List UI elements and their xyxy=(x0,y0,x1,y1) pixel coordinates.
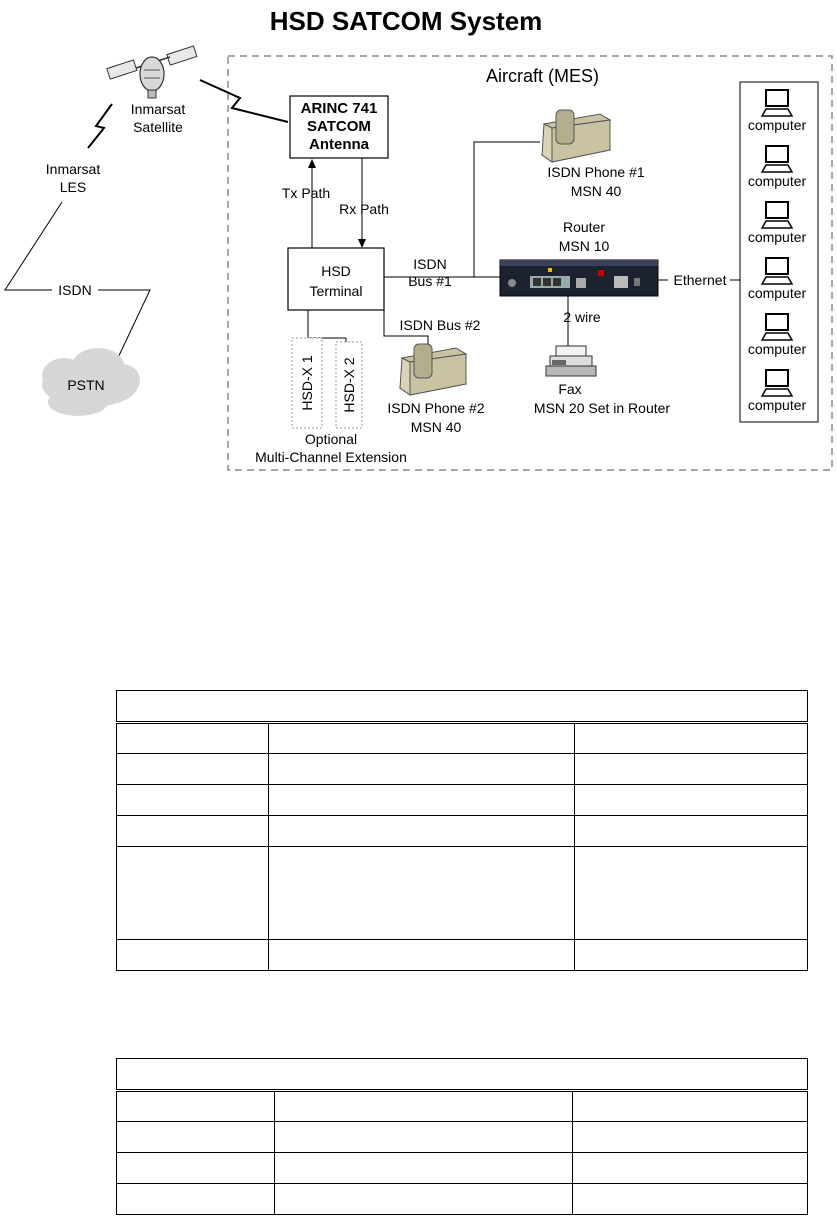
table-row xyxy=(116,784,808,816)
aircraft-label: Aircraft (MES) xyxy=(486,66,599,86)
table-row xyxy=(116,753,808,785)
fax-label-1: Fax xyxy=(558,381,581,397)
antenna-label-2: SATCOM xyxy=(307,118,371,135)
les-label-1: Inmarsat xyxy=(46,161,101,177)
isdn-pstn-line xyxy=(98,289,151,363)
table-2 xyxy=(116,1058,808,1215)
router-label-1: Router xyxy=(563,219,605,235)
phone1-label-1: ISDN Phone #1 xyxy=(547,164,644,180)
bus1-label-2: Bus #1 xyxy=(408,273,452,289)
phone1-label-2: MSN 40 xyxy=(571,183,622,199)
router-label-2: MSN 10 xyxy=(559,238,610,254)
hsd-terminal-box xyxy=(287,247,385,311)
satellite-les-link xyxy=(87,103,113,149)
table-row xyxy=(116,1121,808,1153)
table-row xyxy=(116,1090,808,1122)
table-1-caption-row xyxy=(116,690,808,724)
router-icon xyxy=(499,259,659,297)
computer-icon xyxy=(760,89,794,117)
optional-label-2: Multi-Channel Extension xyxy=(255,449,407,465)
antenna-label-1: ARINC 741 xyxy=(301,100,378,117)
table-row xyxy=(116,846,808,940)
computer-label: computer xyxy=(748,173,807,189)
phone1-icon xyxy=(540,109,612,163)
computer-item: computer xyxy=(748,89,807,133)
rx-path-label: Rx Path xyxy=(339,201,389,217)
satellite-icon xyxy=(106,45,198,99)
computer-icon xyxy=(760,201,794,229)
computer-label: computer xyxy=(748,229,807,245)
phone2-icon xyxy=(398,343,468,396)
table-2-caption-row xyxy=(116,1058,808,1092)
table-row xyxy=(116,1152,808,1184)
terminal-label-1: HSD xyxy=(321,263,351,279)
computer-label: computer xyxy=(748,397,807,413)
satellite-antenna-link xyxy=(199,79,289,123)
computer-icon xyxy=(760,145,794,173)
antenna-box xyxy=(289,95,389,159)
pstn-label: PSTN xyxy=(67,377,104,393)
optional-label-1: Optional xyxy=(305,431,357,447)
computer-item: computer xyxy=(748,313,807,357)
fax-icon xyxy=(545,345,597,377)
fax-label-2: MSN 20 Set in Router xyxy=(534,400,671,416)
table-row xyxy=(116,722,808,754)
phone2-label-2: MSN 40 xyxy=(411,419,462,435)
hsdx2-box xyxy=(335,341,363,429)
computer-item: computer xyxy=(748,369,807,413)
computer-list: computer computer computer computer computer… xyxy=(748,89,807,413)
table-1 xyxy=(116,690,808,971)
les-label-2: LES xyxy=(60,179,86,195)
terminal-label-2: Terminal xyxy=(310,283,363,299)
hsdx1-box xyxy=(291,337,323,429)
rx-arrow-icon xyxy=(358,239,366,248)
diagram-title: HSD SATCOM System xyxy=(270,6,543,36)
satcom-diagram: HSD SATCOM System Aircraft (MES) Inmarsa… xyxy=(4,6,833,471)
pstn-cloud-icon xyxy=(42,348,140,416)
satellite-label-2: Satellite xyxy=(133,119,183,135)
computer-label: computer xyxy=(748,117,807,133)
bus1-label-1: ISDN xyxy=(413,256,446,272)
computer-rack xyxy=(739,81,819,423)
computer-label: computer xyxy=(748,285,807,301)
phone2-label-1: ISDN Phone #2 xyxy=(387,400,484,416)
table-row xyxy=(116,815,808,847)
computer-item: computer xyxy=(748,201,807,245)
hsdx1-label: HSD-X 1 xyxy=(299,355,315,410)
computer-icon xyxy=(760,313,794,341)
two-wire-label: 2 wire xyxy=(563,309,601,325)
hsdx2-label: HSD-X 2 xyxy=(341,357,357,412)
computer-icon xyxy=(760,257,794,285)
tx-arrow-icon xyxy=(308,159,316,168)
isdn-label: ISDN xyxy=(58,282,91,298)
computer-item: computer xyxy=(748,257,807,301)
bus2-label: ISDN Bus #2 xyxy=(400,317,481,333)
computer-icon xyxy=(760,369,794,397)
computer-label: computer xyxy=(748,341,807,357)
ethernet-label: Ethernet xyxy=(674,272,727,288)
tx-path-label: Tx Path xyxy=(282,185,330,201)
bus2-line xyxy=(383,300,429,350)
antenna-label-3: Antenna xyxy=(309,136,370,153)
les-isdn-line xyxy=(4,201,63,291)
computer-item: computer xyxy=(748,145,807,189)
table-row xyxy=(116,939,808,971)
phone1-line xyxy=(473,141,540,277)
aircraft-boundary xyxy=(227,55,833,471)
satellite-label-1: Inmarsat xyxy=(131,101,186,117)
table-row xyxy=(116,1183,808,1215)
